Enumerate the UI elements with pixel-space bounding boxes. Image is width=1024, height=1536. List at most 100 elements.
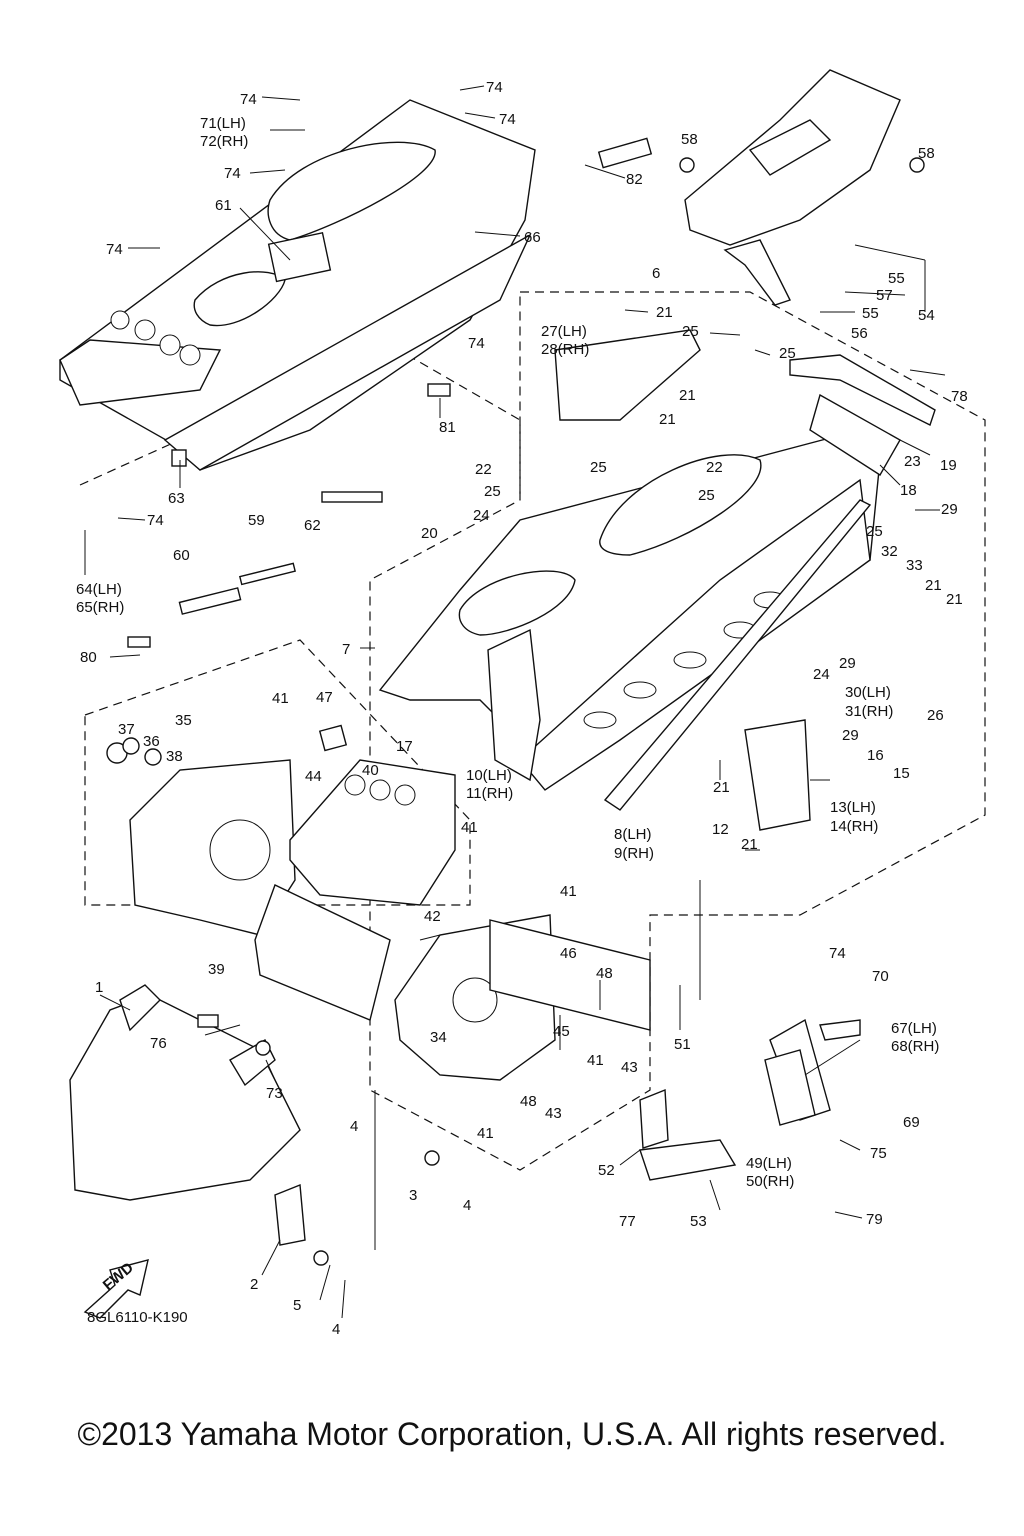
small-part xyxy=(909,157,925,173)
callout-37: 37 xyxy=(118,721,135,738)
callout-63: 63 xyxy=(168,490,185,507)
small-part xyxy=(321,491,383,503)
small-part xyxy=(197,1014,219,1028)
callout-60: 60 xyxy=(173,547,190,564)
callout-35: 35 xyxy=(175,712,192,729)
callout-29: 29 xyxy=(941,501,958,518)
callout-8: 8(LH) xyxy=(614,826,652,843)
small-part xyxy=(597,137,653,169)
callout-21: 21 xyxy=(925,577,942,594)
callout-57: 57 xyxy=(876,287,893,304)
callout-58: 58 xyxy=(918,145,935,162)
callout-71: 71(LH) xyxy=(200,115,246,132)
callout-22: 22 xyxy=(706,459,723,476)
callout-30: 30(LH) xyxy=(845,684,891,701)
callout-74: 74 xyxy=(499,111,516,128)
callout-74: 74 xyxy=(106,241,123,258)
footrest-guard xyxy=(639,1139,737,1181)
callout-82: 82 xyxy=(626,171,643,188)
small-part xyxy=(238,562,296,586)
callout-15: 15 xyxy=(893,765,910,782)
small-part xyxy=(127,636,151,648)
callout-2: 2 xyxy=(250,1276,258,1293)
small-part xyxy=(679,157,695,173)
fwd-arrow: FWD xyxy=(83,1259,149,1319)
small-part xyxy=(178,587,242,615)
callout-44: 44 xyxy=(305,768,322,785)
callout-4: 4 xyxy=(350,1118,358,1135)
callout-4: 4 xyxy=(463,1197,471,1214)
callout-76: 76 xyxy=(150,1035,167,1052)
footrest-assembly xyxy=(764,1018,861,1126)
callout-7: 7 xyxy=(342,641,350,658)
callout-38: 38 xyxy=(166,748,183,765)
callout-74: 74 xyxy=(486,79,503,96)
callout-23: 23 xyxy=(904,453,921,470)
callout-28: 28(RH) xyxy=(541,341,589,358)
callout-6: 6 xyxy=(652,265,660,282)
callout-74: 74 xyxy=(468,335,485,352)
front-panel xyxy=(289,759,456,906)
callout-55: 55 xyxy=(862,305,879,322)
callout-64: 64(LH) xyxy=(76,581,122,598)
callout-59: 59 xyxy=(248,512,265,529)
callout-29: 29 xyxy=(839,655,856,672)
callout-18: 18 xyxy=(900,482,917,499)
callout-4: 4 xyxy=(332,1321,340,1338)
heat-exchanger xyxy=(254,884,391,1021)
callout-41: 41 xyxy=(272,690,289,707)
front-group-boundary xyxy=(84,639,471,906)
callout-74: 74 xyxy=(224,165,241,182)
callout-36: 36 xyxy=(143,733,160,750)
callout-73: 73 xyxy=(266,1085,283,1102)
callout-77: 77 xyxy=(619,1213,636,1230)
callout-41: 41 xyxy=(587,1052,604,1069)
callout-79: 79 xyxy=(866,1211,883,1228)
callout-50: 50(RH) xyxy=(746,1173,794,1190)
callout-25: 25 xyxy=(682,323,699,340)
callout-16: 16 xyxy=(867,747,884,764)
small-part xyxy=(122,737,140,755)
callout-17: 17 xyxy=(396,738,413,755)
callout-51: 51 xyxy=(674,1036,691,1053)
callout-46: 46 xyxy=(560,945,577,962)
mount-bracket xyxy=(639,1088,669,1149)
callout-69: 69 xyxy=(903,1114,920,1131)
tunnel-frame xyxy=(378,429,881,791)
small-part xyxy=(313,1250,329,1266)
callout-55: 55 xyxy=(888,270,905,287)
lower-bracket xyxy=(274,1184,306,1246)
callout-48: 48 xyxy=(520,1093,537,1110)
callout-26: 26 xyxy=(927,707,944,724)
small-part xyxy=(424,1150,440,1166)
front-bulkhead xyxy=(129,759,296,936)
slide-rail xyxy=(603,499,872,811)
callout-21: 21 xyxy=(741,836,758,853)
callout-21: 21 xyxy=(679,387,696,404)
callout-25: 25 xyxy=(590,459,607,476)
copyright-notice: ©2013 Yamaha Motor Corporation, U.S.A. A… xyxy=(77,1416,947,1452)
callout-31: 31(RH) xyxy=(845,703,893,720)
callout-32: 32 xyxy=(881,543,898,560)
small-part xyxy=(318,724,348,752)
callout-52: 52 xyxy=(598,1162,615,1179)
callout-21: 21 xyxy=(659,411,676,428)
callout-53: 53 xyxy=(690,1213,707,1230)
callout-72: 72(RH) xyxy=(200,133,248,150)
callout-47: 47 xyxy=(316,689,333,706)
callout-48: 48 xyxy=(596,965,613,982)
callout-42: 42 xyxy=(424,908,441,925)
callout-75: 75 xyxy=(870,1145,887,1162)
callout-41: 41 xyxy=(560,883,577,900)
callout-21: 21 xyxy=(656,304,673,321)
callout-20: 20 xyxy=(421,525,438,542)
small-part xyxy=(427,383,451,397)
callout-43: 43 xyxy=(621,1059,638,1076)
callout-27: 27(LH) xyxy=(541,323,587,340)
callout-62: 62 xyxy=(304,517,321,534)
callout-65: 65(RH) xyxy=(76,599,124,616)
small-part xyxy=(144,748,162,766)
callout-56: 56 xyxy=(851,325,868,342)
side-plate-right xyxy=(744,719,811,831)
callout-1: 1 xyxy=(95,979,103,996)
